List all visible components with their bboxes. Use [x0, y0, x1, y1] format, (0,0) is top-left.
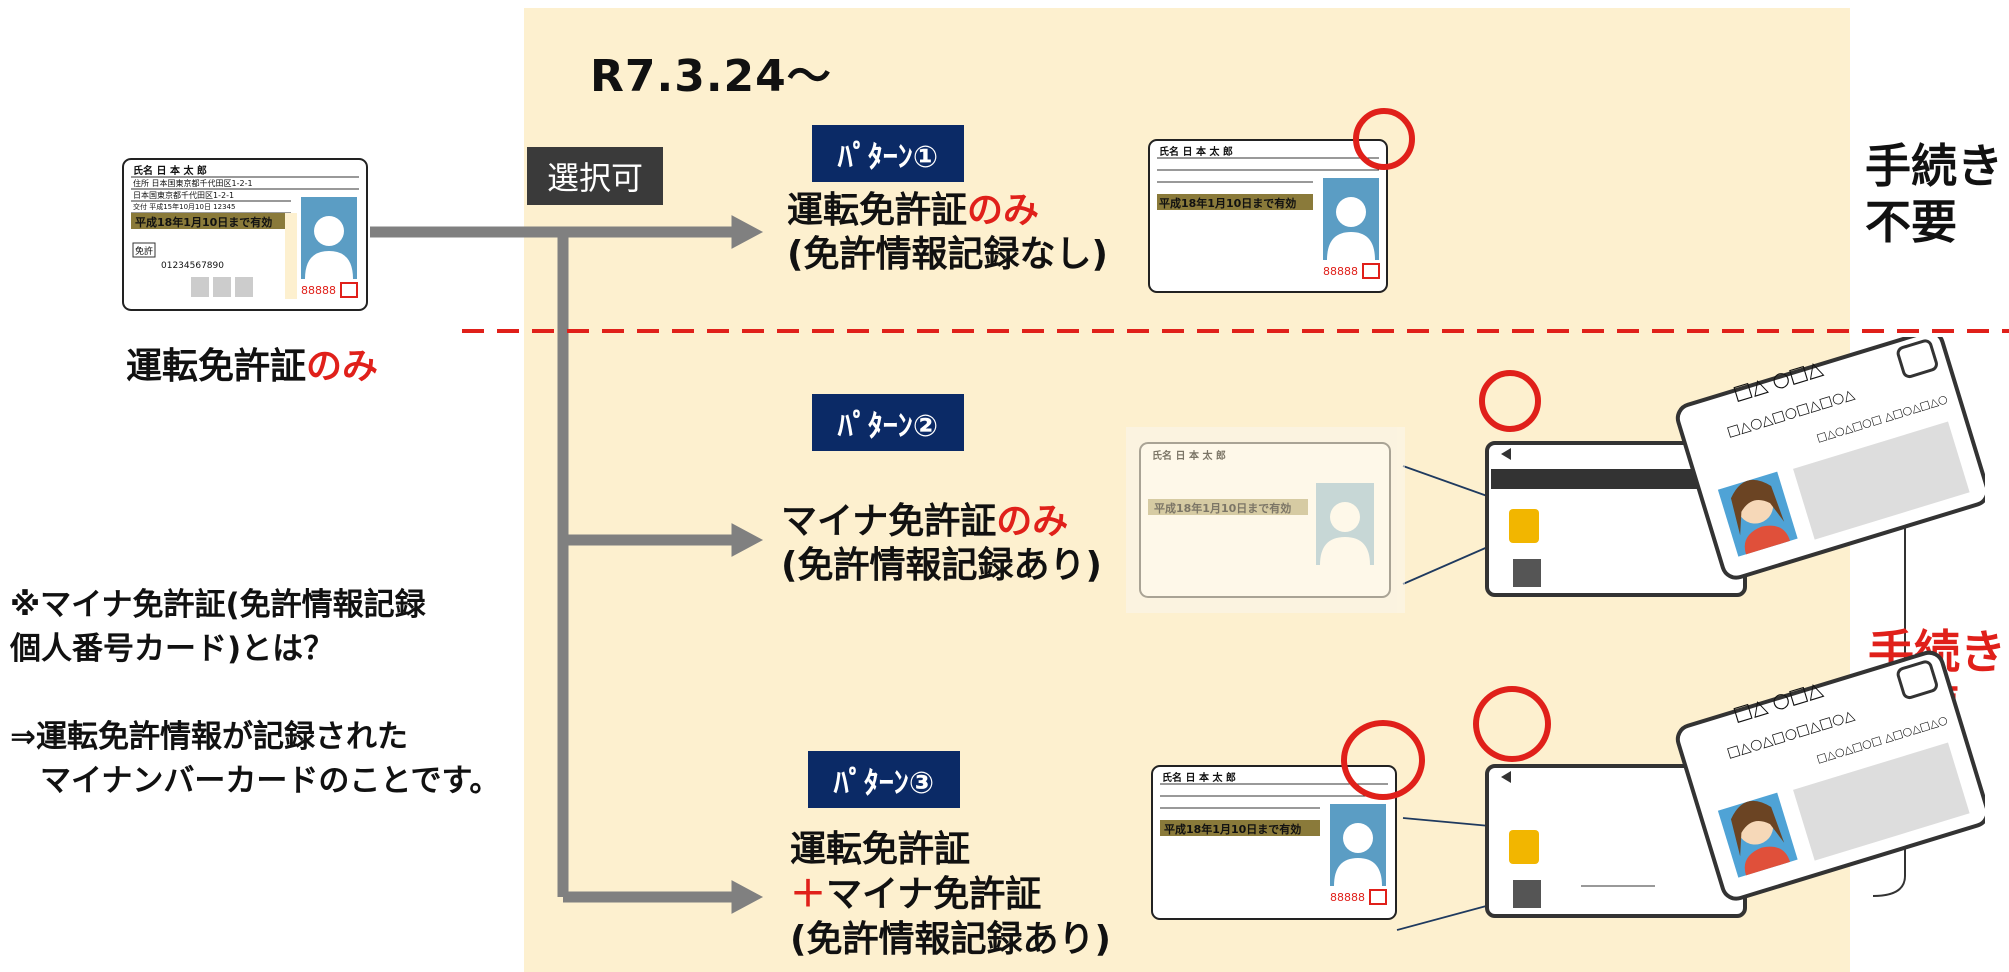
pattern-1-main: 運転免許証	[787, 190, 968, 231]
license-name-row: 氏名 日 本 太 郎	[133, 166, 207, 177]
pattern-2-only: のみ	[996, 501, 1069, 542]
note-line-1: ※マイナ免許証(免許情報記録	[10, 587, 426, 623]
license-red-number: 88888	[1323, 265, 1358, 278]
pattern-2-line2: (免許情報記録あり)	[781, 545, 1102, 586]
pattern-3-line1: 運転免許証	[790, 829, 971, 870]
license-name-row: 氏名 日 本 太 郎	[1152, 451, 1226, 462]
effective-date: R7.3.24～	[590, 51, 832, 102]
license-card-pattern-1: 氏名 日 本 太 郎 平成18年1月10日まで有効 88888	[1147, 138, 1389, 294]
procedure-not-needed: 手続き 不要	[1865, 138, 2003, 250]
pattern-3-badge: ﾊﾟﾀｰﾝ③	[808, 751, 960, 808]
license-name-row: 氏名 日 本 太 郎	[1159, 147, 1233, 158]
license-card-left: 氏名 日 本 太 郎 住所 日本国東京都千代田区1-2-1 日本国東京都千代田区…	[121, 157, 369, 312]
license-issue-row: 交付 平成15年10月10日 12345	[133, 203, 236, 211]
license-expiry: 平成18年1月10日まで有効	[1159, 197, 1297, 210]
check-circle-1	[1353, 108, 1415, 170]
license-card-pattern-3: 氏名 日 本 太 郎 平成18年1月10日まで有効 88888	[1150, 764, 1398, 921]
pattern-3-line3: (免許情報記録あり)	[790, 919, 1111, 960]
check-circle-4	[1473, 686, 1551, 762]
pattern-1-only: のみ	[967, 190, 1040, 231]
note-line-2: 個人番号カード)とは？	[10, 631, 335, 667]
pattern-2-main: マイナ免許証	[781, 501, 997, 542]
note-spacer	[10, 671, 500, 715]
license-address-row-2: 日本国東京都千代田区1-2-1	[133, 191, 235, 200]
left-caption-only: のみ	[306, 346, 379, 387]
pattern-2-line1: マイナ免許証のみ	[781, 500, 1068, 544]
license-name-row: 氏名 日 本 太 郎	[1162, 773, 1236, 784]
license-expiry: 平成18年1月10日まで有効	[1164, 823, 1302, 836]
pattern-1-line1: 運転免許証のみ	[787, 189, 1039, 233]
pattern-3-plus: ＋	[790, 874, 827, 915]
check-circle-2	[1479, 370, 1541, 432]
procedure-not-needed-line2: 不要	[1865, 195, 1957, 249]
pattern-2-badge: ﾊﾟﾀｰﾝ②	[812, 394, 964, 451]
connector-lines	[1396, 465, 1491, 931]
pattern-3-line2: ＋マイナ免許証	[790, 873, 1041, 917]
note-definition: ※マイナ免許証(免許情報記録 個人番号カード)とは？ ⇒運転免許情報が記録された…	[10, 583, 500, 803]
license-red-number: 88888	[1330, 891, 1365, 904]
license-red-number: 88888	[301, 284, 336, 297]
pattern-1-line2: (免許情報記録なし)	[787, 234, 1108, 275]
select-badge: 選択可	[527, 147, 663, 205]
my-number-card-2: □△ ○□△ □△○△□○□△□○△ □△○△□○□ △□○△□△○	[1485, 337, 1985, 617]
license-address-row: 住所 日本国東京都千代田区1-2-1	[133, 179, 253, 188]
procedure-not-needed-line1: 手続き	[1865, 139, 2003, 193]
license-number: 01234567890	[161, 261, 224, 271]
pattern-3-main: マイナ免許証	[826, 874, 1042, 915]
my-number-card-3: □△ ○□△ □△○△□○□△□○△ □△○△□○□ △□○△□△○	[1485, 648, 1985, 928]
license-expiry: 平成18年1月10日まで有効	[135, 216, 273, 229]
license-type-box: 免許	[135, 247, 154, 257]
note-line-4: マイナンバーカードのことです。	[40, 763, 501, 799]
license-expiry: 平成18年1月10日まで有効	[1154, 502, 1292, 515]
left-caption-main: 運転免許証	[126, 346, 307, 387]
check-circle-3	[1341, 720, 1425, 800]
license-card-faded: 氏名 日 本 太 郎 平成18年1月10日まで有効	[1126, 427, 1405, 613]
pattern-1-badge: ﾊﾟﾀｰﾝ①	[812, 125, 964, 182]
flow-arrows	[370, 215, 764, 914]
note-line-3: ⇒運転免許情報が記録された	[10, 719, 408, 755]
left-caption: 運転免許証のみ	[126, 345, 378, 389]
